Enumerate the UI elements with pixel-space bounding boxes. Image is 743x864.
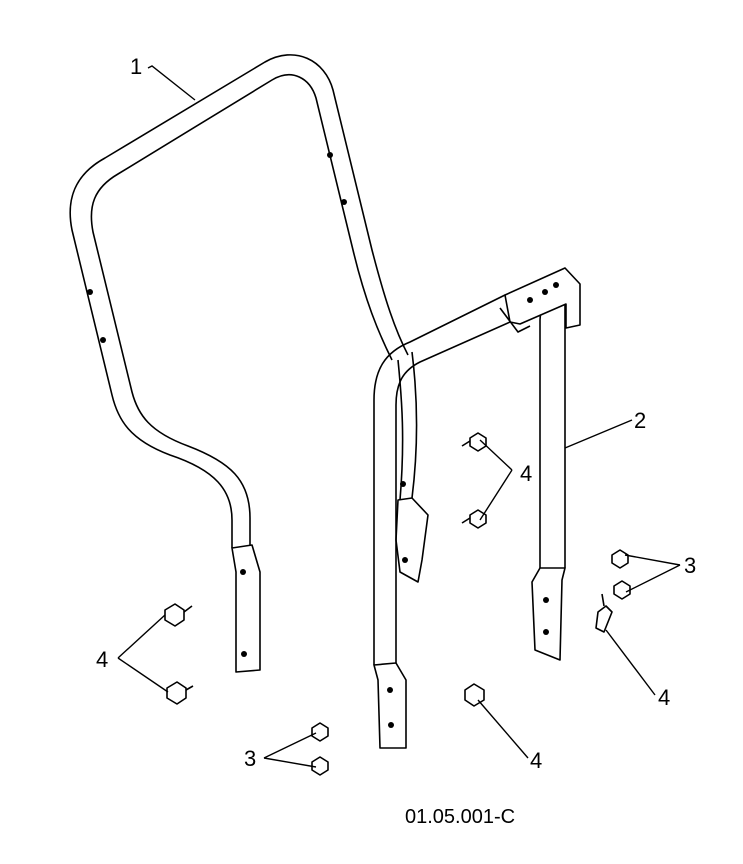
drawing-id: 01.05.001-C	[405, 806, 515, 828]
bolt-center-lower	[461, 509, 487, 529]
bolt-left-upper	[164, 603, 193, 627]
leader-lines	[117, 65, 681, 768]
nut-right-lower	[613, 580, 631, 600]
callout-3-right: 3	[684, 553, 696, 578]
callout-4-left: 4	[96, 647, 108, 672]
roll-bar-part-2	[373, 267, 581, 749]
bolt-right	[595, 593, 613, 633]
callout-4-bottom: 4	[530, 748, 542, 773]
fasteners	[164, 432, 631, 776]
bolt-center-upper	[461, 432, 487, 452]
nut-bottom-upper	[311, 722, 329, 742]
callout-4-center: 4	[520, 461, 532, 486]
callout-4-right: 4	[658, 685, 670, 710]
nut-right-upper	[611, 549, 629, 569]
bolt-left-lower	[166, 681, 194, 705]
nut-bottom-lower	[311, 756, 329, 776]
callout-1: 1	[130, 54, 142, 79]
callout-3-bottom: 3	[244, 746, 256, 771]
callout-2: 2	[634, 408, 646, 433]
roll-bar-part-1	[69, 54, 429, 673]
